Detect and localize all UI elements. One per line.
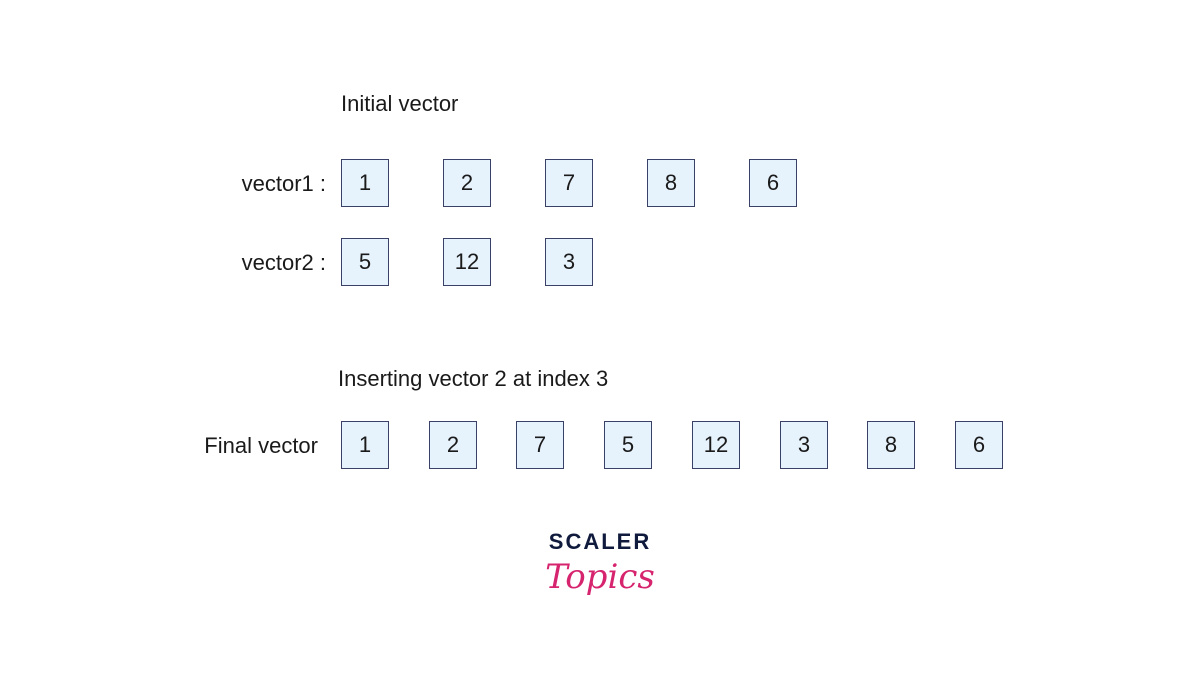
final-vector-cell: 1 (341, 421, 389, 469)
vector1-label: vector1 : (241, 171, 326, 196)
final-vector-cell: 5 (604, 421, 652, 469)
final-vector-cell: 12 (692, 421, 740, 469)
vector1-cell: 8 (647, 159, 695, 207)
final-vector-cell: 8 (867, 421, 915, 469)
logo-scaler-text: SCALER (549, 529, 651, 554)
vector1-cell: 1 (341, 159, 389, 207)
vector1-cell: 7 (545, 159, 593, 207)
final-vector-cell: 3 (780, 421, 828, 469)
vector2-cell: 5 (341, 238, 389, 286)
vector1-cell: 6 (749, 159, 797, 207)
vector1-cell: 2 (443, 159, 491, 207)
scaler-topics-logo: SCALER Topics (545, 529, 655, 597)
final-vector-label: Final vector (204, 433, 318, 458)
vector2-label: vector2 : (241, 250, 326, 275)
inserting-heading: Inserting vector 2 at index 3 (338, 366, 609, 391)
logo-topics-text: Topics (545, 557, 655, 597)
vector2-cell: 3 (545, 238, 593, 286)
final-vector-cell: 2 (429, 421, 477, 469)
initial-vector-heading: Initial vector (341, 91, 459, 116)
final-vector-cell: 7 (516, 421, 564, 469)
vector2-cell: 12 (443, 238, 491, 286)
final-vector-cell: 6 (955, 421, 1003, 469)
